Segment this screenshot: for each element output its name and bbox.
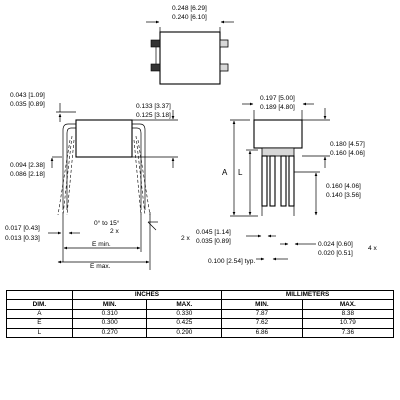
side-lead-right	[132, 123, 146, 210]
table-cell-mm-max: 7.36	[301, 327, 395, 338]
top-lead-left-lower	[150, 63, 161, 72]
side-standoff-max: 0.094 [2.38]	[10, 162, 45, 169]
table-cell-dim: E	[6, 318, 73, 329]
end-lead-len-min: 0.140 [3.56]	[326, 192, 361, 199]
end-height-max: 0.180 [4.57]	[330, 141, 365, 148]
top-view: 0.248 [6.29] 0.240 [6.10]	[146, 5, 234, 85]
table-col-in-max: MAX.	[146, 299, 223, 310]
end-lead-2	[269, 155, 276, 207]
side-view: 0.043 [1.09] 0.035 [0.89] 0.133 [3.37] 0…	[5, 92, 178, 270]
table-cell-mm-max: 10.79	[301, 318, 395, 329]
table-row: E 0.300 0.425 7.62 10.79	[6, 318, 395, 329]
end-shoulder-max: 0.045 [1.14]	[196, 229, 231, 236]
side-e-min-label: E min.	[92, 241, 111, 248]
table-cell-mm-min: 6.86	[221, 327, 303, 338]
table-cell-mm-min: 7.62	[221, 318, 303, 329]
table-cell-in-min: 0.310	[71, 308, 148, 320]
top-body	[159, 31, 221, 85]
table-row: A 0.310 0.330 7.87 8.38	[6, 308, 395, 320]
end-view: 0.197 [5.00] 0.189 [4.80] A L 0.180 [4.5…	[181, 95, 377, 265]
end-width-min: 0.189 [4.80]	[260, 104, 295, 111]
end-shoulder-count: 2 x	[181, 235, 190, 242]
dimension-table: INCHES MILLIMETERS DIM. MIN. MAX. MIN. M…	[6, 289, 395, 338]
end-lead-len-max: 0.160 [4.06]	[326, 183, 361, 190]
end-shoulder-min: 0.035 [0.89]	[196, 238, 231, 245]
end-lead-1	[261, 155, 268, 207]
top-width-min: 0.240 [6.10]	[172, 14, 207, 21]
side-angle-count: 2 x	[110, 228, 119, 235]
table-col-mm-max: MAX.	[301, 299, 395, 310]
side-head-min: 0.035 [0.89]	[10, 101, 45, 108]
top-width-max: 0.248 [6.29]	[172, 5, 207, 12]
table-group-mm: MILLIMETERS	[221, 289, 394, 301]
table-cell-in-min: 0.270	[71, 327, 148, 338]
table-cell-in-max: 0.425	[146, 318, 223, 329]
top-lead-left-upper	[150, 39, 161, 48]
end-pitch: 0.100 [2.54] typ.	[208, 258, 255, 265]
table-cell-mm-min: 7.87	[221, 308, 303, 320]
end-lead-3	[280, 155, 287, 207]
table-cell-dim: L	[6, 327, 73, 338]
table-col-dim: DIM.	[6, 299, 73, 310]
table-cell-in-max: 0.290	[146, 327, 223, 338]
table-cell-in-min: 0.300	[71, 318, 148, 329]
end-label-a: A	[222, 168, 228, 177]
end-lead-w-min: 0.020 [0.51]	[318, 250, 353, 257]
side-body	[75, 119, 133, 158]
end-lead-w-count: 4 x	[368, 245, 377, 252]
table-cell-mm-max: 8.38	[301, 308, 395, 320]
table-cell-in-max: 0.330	[146, 308, 223, 320]
end-lead-w-max: 0.024 [0.60]	[318, 241, 353, 248]
table-col-in-min: MIN.	[71, 299, 148, 310]
side-angle-range: 0° to 15°	[94, 219, 120, 227]
end-width-max: 0.197 [5.00]	[260, 95, 295, 102]
table-row: L 0.270 0.290 6.86 7.36	[6, 327, 395, 338]
top-lead-right-upper	[219, 39, 229, 48]
side-body-min: 0.125 [3.18]	[136, 112, 171, 119]
table-corner	[6, 289, 73, 301]
side-lead-max: 0.017 [0.43]	[5, 225, 40, 232]
side-standoff-min: 0.086 [2.18]	[10, 171, 45, 178]
side-body-max: 0.133 [3.37]	[136, 103, 171, 110]
end-label-l: L	[238, 168, 243, 177]
end-body	[253, 119, 303, 149]
top-lead-right-lower	[219, 63, 229, 72]
side-head-max: 0.043 [1.09]	[10, 92, 45, 99]
side-lead-min: 0.013 [0.33]	[5, 235, 40, 242]
table-cell-dim: A	[6, 308, 73, 320]
end-lead-4	[288, 155, 295, 207]
side-e-max-label: E max.	[90, 263, 111, 270]
side-lead-left	[62, 123, 76, 210]
table-group-inches: INCHES	[71, 289, 223, 301]
table-col-mm-min: MIN.	[221, 299, 303, 310]
end-height-min: 0.160 [4.06]	[330, 150, 365, 157]
